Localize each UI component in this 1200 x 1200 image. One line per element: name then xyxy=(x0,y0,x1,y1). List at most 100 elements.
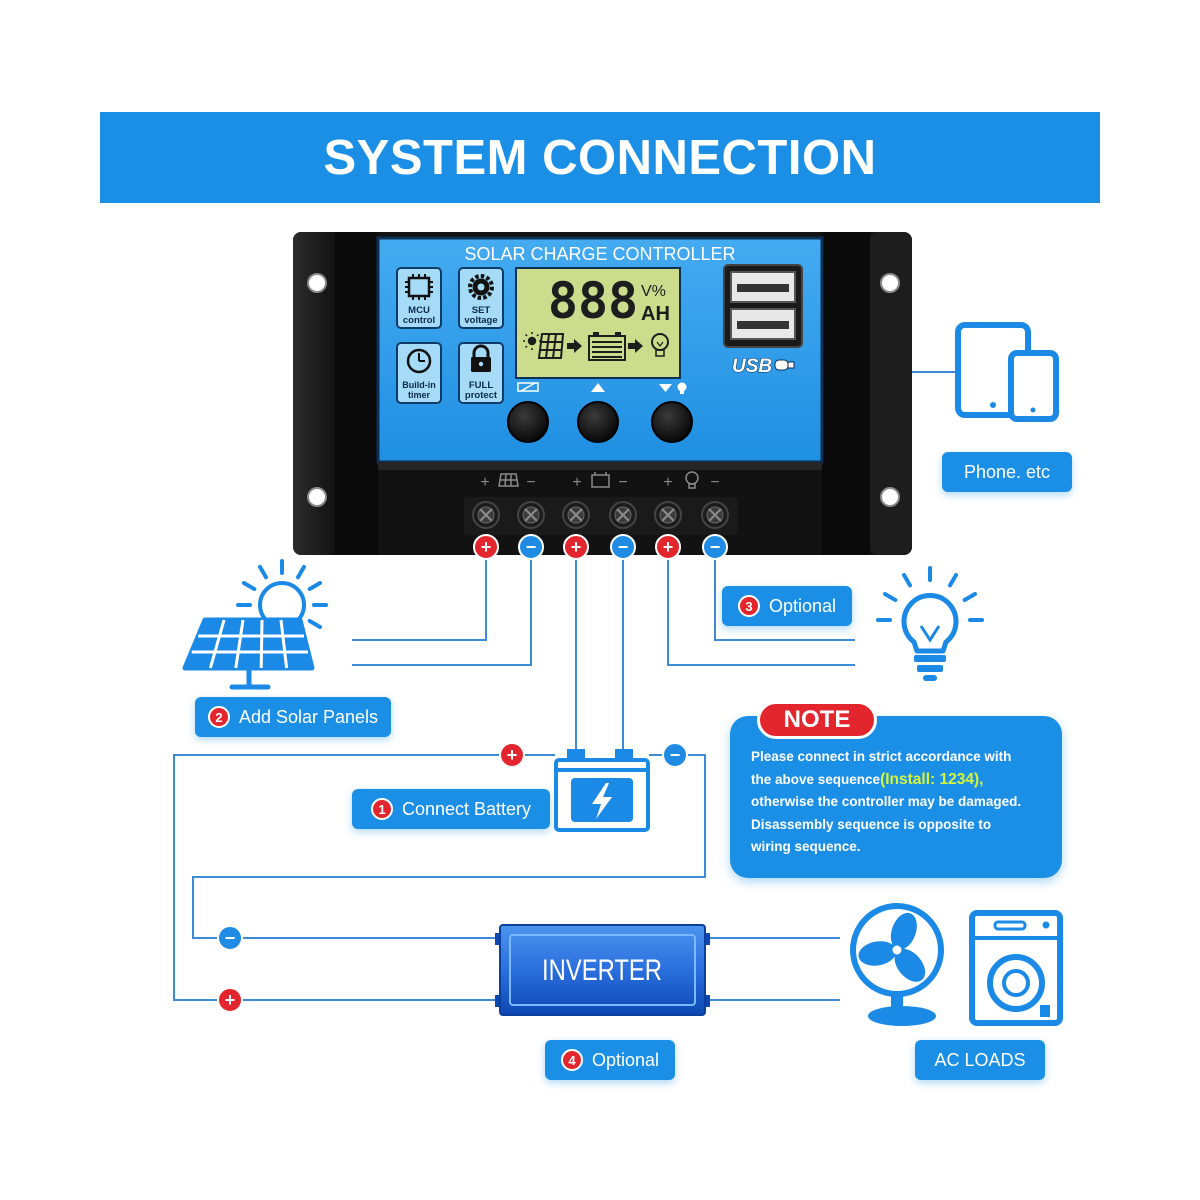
marker-sign: − xyxy=(710,537,721,557)
note-line: wiring sequence. xyxy=(751,839,861,854)
note-title-badge: NOTE xyxy=(757,701,877,739)
mounting-hole xyxy=(307,487,327,507)
solar-panel-icon xyxy=(498,473,519,487)
marker-sign: − xyxy=(526,537,537,557)
connect-battery-label: 1 Connect Battery xyxy=(352,789,550,829)
usb-label: USB xyxy=(732,356,772,377)
terminal-label-plus: + xyxy=(663,474,672,491)
solar-positive-marker: + xyxy=(473,534,499,560)
right-mounting-ear xyxy=(870,232,912,555)
terminal-label-minus: − xyxy=(618,474,627,491)
terminal-screw xyxy=(472,501,500,529)
battery-icon xyxy=(591,472,610,488)
install-sequence-highlight: (Install: 1234), xyxy=(880,770,984,788)
load-negative-marker: − xyxy=(702,534,728,560)
feature-label-line1: SET xyxy=(472,305,491,316)
fan-icon xyxy=(850,903,944,1026)
clock-icon xyxy=(406,348,432,374)
header-banner: SYSTEM CONNECTION xyxy=(100,112,1100,203)
down-button xyxy=(651,401,693,443)
terminal-label-minus: − xyxy=(526,474,535,491)
battery-icon xyxy=(588,332,626,361)
note-line: otherwise the controller may be damaged. xyxy=(751,794,1022,809)
up-icon xyxy=(591,383,605,392)
wire-solar-positive xyxy=(352,559,487,641)
phone-tablet-icon xyxy=(955,322,1059,422)
marker-sign: + xyxy=(481,537,492,557)
terminal-label-minus: − xyxy=(710,474,719,491)
marker-sign: − xyxy=(225,928,236,948)
battery-minus-marker: − xyxy=(662,742,688,768)
inverter-optional-label: 4 Optional xyxy=(545,1040,675,1080)
controller-title: SOLAR CHARGE CONTROLLER xyxy=(464,244,735,264)
connect-battery-text: Connect Battery xyxy=(401,798,532,819)
lcd-digits: 888 xyxy=(548,272,638,330)
solar-panels-text: Add Solar Panels xyxy=(238,706,379,727)
step-number-badge: 4 xyxy=(560,1049,583,1071)
phone-label: Phone. etc xyxy=(942,452,1072,492)
note-line-text: the above sequence xyxy=(751,771,881,787)
marker-sign: + xyxy=(571,537,582,557)
note-box: Please connect in strict accordance with… xyxy=(730,716,1062,878)
feature-label-line1: FULL xyxy=(469,380,493,391)
battery-plus-marker: + xyxy=(499,742,525,768)
inverter: INVERTER xyxy=(495,924,710,1016)
note-line: the above sequence(Install: 1234), xyxy=(751,769,1062,792)
terminal-screw xyxy=(562,501,590,529)
feature-set-voltage: SET voltage xyxy=(458,267,504,329)
solar-panels-label: 2 Add Solar Panels xyxy=(195,697,391,737)
terminal-label-plus: + xyxy=(572,474,581,491)
page-title: SYSTEM CONNECTION xyxy=(323,130,877,185)
terminal-block xyxy=(464,497,738,535)
marker-sign: + xyxy=(507,745,518,765)
right-housing-rib xyxy=(822,232,870,555)
load-optional-text: Optional xyxy=(768,595,837,616)
feature-label-line2: protect xyxy=(465,390,498,401)
menu-button xyxy=(507,401,549,443)
up-button xyxy=(577,401,619,443)
terminal-label-plus: + xyxy=(480,474,489,491)
charge-controller: SOLAR CHARGE CONTROLLER MCU control SET … xyxy=(293,232,912,555)
step-number-badge: 2 xyxy=(207,706,230,728)
load-positive-marker: + xyxy=(655,534,681,560)
panel-ridge xyxy=(378,462,822,470)
feature-label-line1: MCU xyxy=(408,305,430,316)
feature-label-line2: timer xyxy=(408,390,431,400)
marker-sign: + xyxy=(225,990,236,1010)
inverter-minus-marker: − xyxy=(217,925,243,951)
ac-loads-label: AC LOADS xyxy=(915,1040,1045,1080)
marker-sign: + xyxy=(663,537,674,557)
feature-mcu-control: MCU control xyxy=(396,267,442,329)
sun-icon xyxy=(236,559,328,629)
gear-icon xyxy=(468,274,494,300)
step-number-badge: 1 xyxy=(370,798,393,820)
battery-negative-marker: − xyxy=(610,534,636,560)
load-optional-label: 3 Optional xyxy=(722,586,852,626)
bulb-icon xyxy=(651,333,669,357)
arrow-right-icon xyxy=(628,339,643,353)
feature-build-in-timer: Build-in timer xyxy=(396,342,442,404)
terminal-labels: + − + − + − xyxy=(480,471,720,491)
left-mounting-ear xyxy=(293,232,335,555)
usb-plug-icon xyxy=(774,359,795,371)
arrow-right-icon xyxy=(567,339,582,353)
wiring-markers: + − − + xyxy=(217,742,688,1013)
lcd-display: 888 V% AH xyxy=(515,267,681,379)
lcd-unit-bottom: AH xyxy=(641,303,670,325)
terminal-screw xyxy=(701,501,729,529)
wire-inverter-negative xyxy=(192,754,706,939)
down-light-icon xyxy=(659,382,687,394)
bulb-icon xyxy=(685,471,699,489)
feature-label-line1: Build-in xyxy=(402,380,436,390)
step-number-badge: 3 xyxy=(737,595,760,617)
battery-positive-marker: + xyxy=(563,534,589,560)
ac-loads-text: AC LOADS xyxy=(934,1049,1026,1070)
solar-panel-icon xyxy=(182,617,315,690)
inverter-plus-marker: + xyxy=(217,987,243,1013)
mounting-hole xyxy=(880,273,900,293)
marker-sign: − xyxy=(670,745,681,765)
usb-ports xyxy=(723,264,803,348)
phone-label-text: Phone. etc xyxy=(963,461,1051,482)
